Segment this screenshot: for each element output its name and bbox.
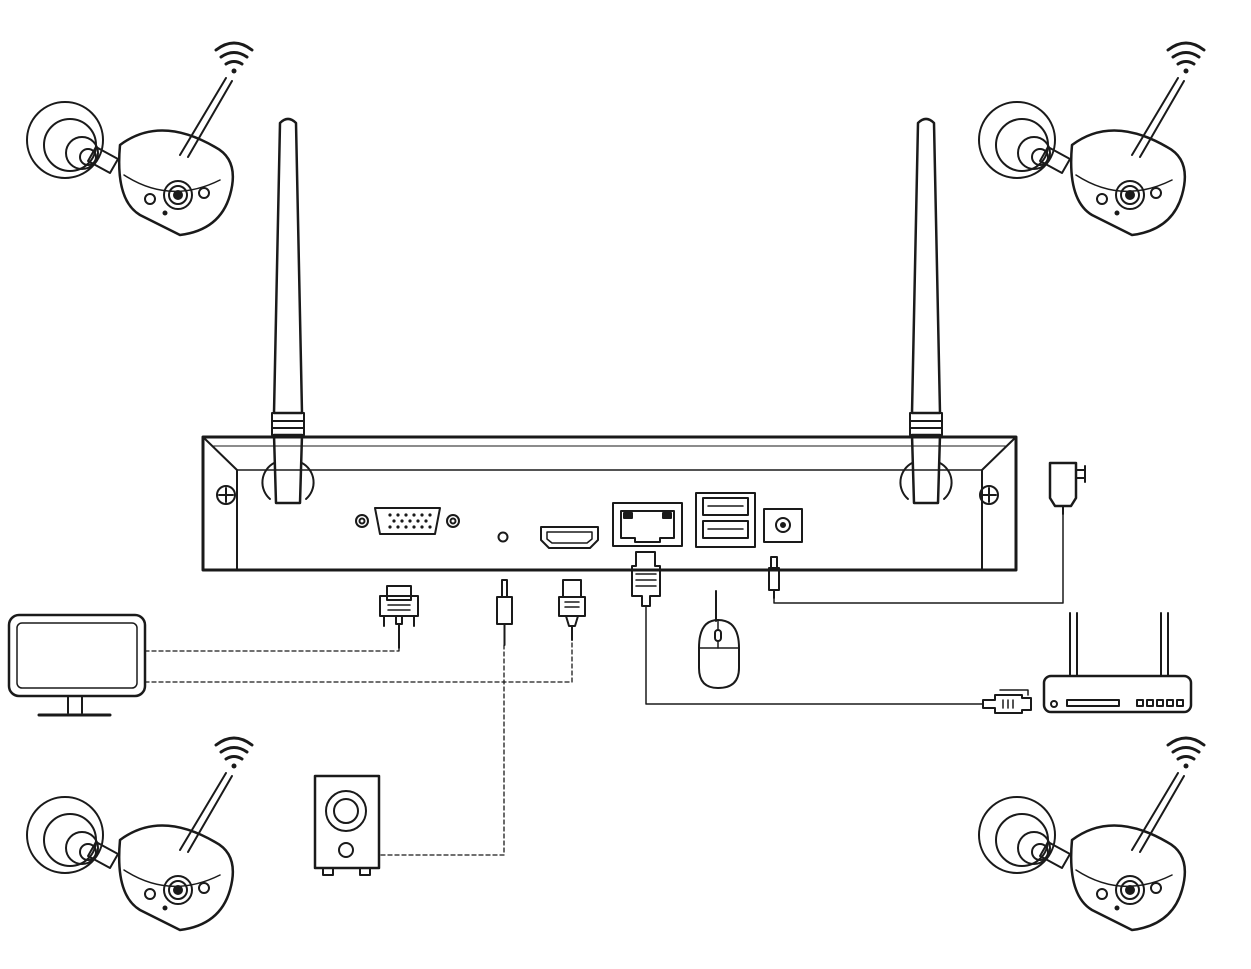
lan-port [612,502,683,547]
connection-lines [144,513,1064,856]
screw-left-icon [216,485,236,505]
speaker [313,774,381,876]
hdmi-port [540,526,599,549]
nvr-recorder [201,435,1018,572]
vga-plug [379,585,419,649]
dc-power-port [763,508,803,543]
camera-top-right [977,41,1206,237]
screw-right-icon [979,485,999,505]
dc-plug [768,556,780,599]
vga-port [355,507,460,535]
monitor [7,613,147,717]
hdmi-plug [558,579,586,641]
camera-bottom-right [977,736,1206,932]
mouse [698,590,740,689]
antenna-left [261,117,315,505]
router [1042,612,1193,714]
power-adapter [1048,461,1086,515]
audio-plug [496,579,513,646]
camera-top-left [25,41,254,237]
antenna-right [899,117,953,505]
router-lan-plug [982,689,1032,714]
usb-port [695,492,756,548]
lan-plug [631,551,661,607]
camera-bottom-left [25,736,254,932]
audio-port [497,531,509,543]
